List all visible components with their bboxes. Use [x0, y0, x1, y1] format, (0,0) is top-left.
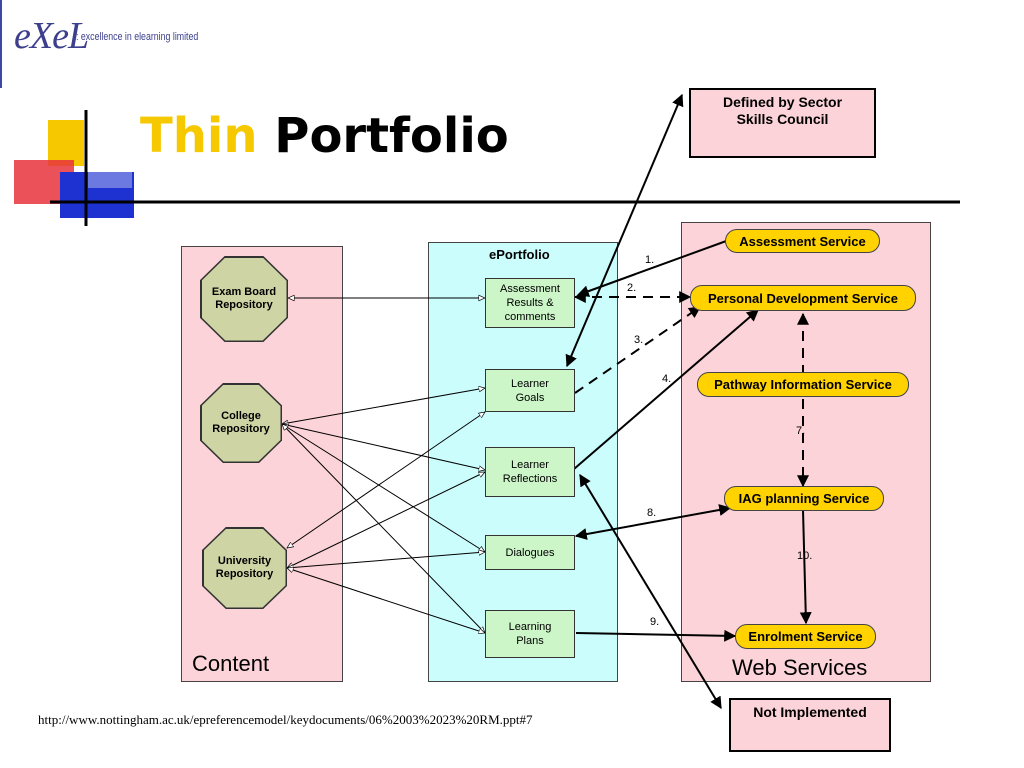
enrolment-label: Enrolment Service [748, 629, 863, 644]
reflections-line2: Reflections [502, 473, 558, 485]
college-repository: College Repository [200, 383, 282, 463]
title-decoration [14, 110, 960, 226]
link-number-3: 3. [634, 334, 644, 346]
assessment-results-box: Assessment Results & comments [485, 278, 575, 328]
university-repository: University Repository [202, 527, 287, 609]
exam-board-line1: Exam Board [211, 286, 277, 298]
page-title: Thin Portfolio [140, 108, 509, 164]
web-services-panel-label: Web Services [732, 655, 868, 680]
plans-line1: Learning [508, 621, 552, 633]
link-number-8: 8. [647, 507, 657, 519]
dialogues-box: Dialogues [485, 535, 575, 570]
content-panel-label: Content [192, 651, 270, 676]
enrolment-service: Enrolment Service [735, 624, 876, 649]
reflections-line1: Learner [511, 459, 549, 471]
eportfolio-panel-label: ePortfolio [489, 247, 550, 262]
assessment-line3: comments [504, 311, 556, 323]
sector-skills-note: Defined by Sector Skills Council [689, 88, 876, 158]
not-implemented-label: Not Implemented [753, 704, 867, 720]
learner-reflections-box: Learner Reflections [485, 447, 575, 497]
source-url: http://www.nottingham.ac.uk/epreferencem… [38, 712, 533, 727]
pathway-information-service: Pathway Information Service [697, 372, 909, 397]
logo-tagline: : excellence in elearning limited [76, 31, 199, 43]
sector-note-line2: Skills Council [736, 111, 829, 127]
link-number-2: 2. [627, 282, 637, 294]
assessment-service: Assessment Service [725, 229, 880, 253]
college-line1: College [221, 410, 261, 422]
exam-board-repository: Exam Board Repository [200, 256, 288, 342]
link-number-9: 9. [650, 616, 660, 628]
pathway-label: Pathway Information Service [714, 377, 892, 392]
exel-logo: eXeL : excellence in elearning limited [14, 14, 214, 70]
university-line2: Repository [215, 568, 274, 580]
university-line1: University [217, 555, 272, 567]
college-line2: Repository [212, 423, 270, 435]
learner-goals-box: Learner Goals [485, 369, 575, 412]
sector-note-line1: Defined by Sector [722, 94, 843, 110]
logo-mark: eXeL [14, 15, 89, 57]
logo-divider [0, 0, 2, 88]
goals-line1: Learner [511, 377, 549, 390]
pds-label: Personal Development Service [707, 290, 899, 306]
assessment-line1: Assessment [500, 283, 560, 295]
personal-development-service: Personal Development Service [690, 285, 916, 311]
goals-line2: Goals [515, 391, 545, 404]
iag-label: IAG planning Service [738, 491, 870, 506]
plans-line2: Plans [516, 635, 544, 647]
title-thin: Thin [140, 108, 258, 164]
link-number-7: 7. [796, 425, 806, 437]
link-number-1: 1. [645, 254, 655, 266]
learning-plans-box: Learning Plans [485, 610, 575, 658]
link-number-4: 4. [662, 373, 672, 385]
link-number-10: 10. [797, 550, 813, 562]
title-portfolio: Portfolio [274, 108, 509, 164]
exam-board-line2: Repository [215, 299, 273, 311]
dialogues-label: Dialogues [505, 546, 555, 559]
iag-planning-service: IAG planning Service [724, 486, 884, 511]
assessment-service-label: Assessment Service [739, 233, 866, 249]
assessment-line2: Results & [506, 297, 554, 309]
not-implemented-note: Not Implemented [729, 698, 891, 752]
